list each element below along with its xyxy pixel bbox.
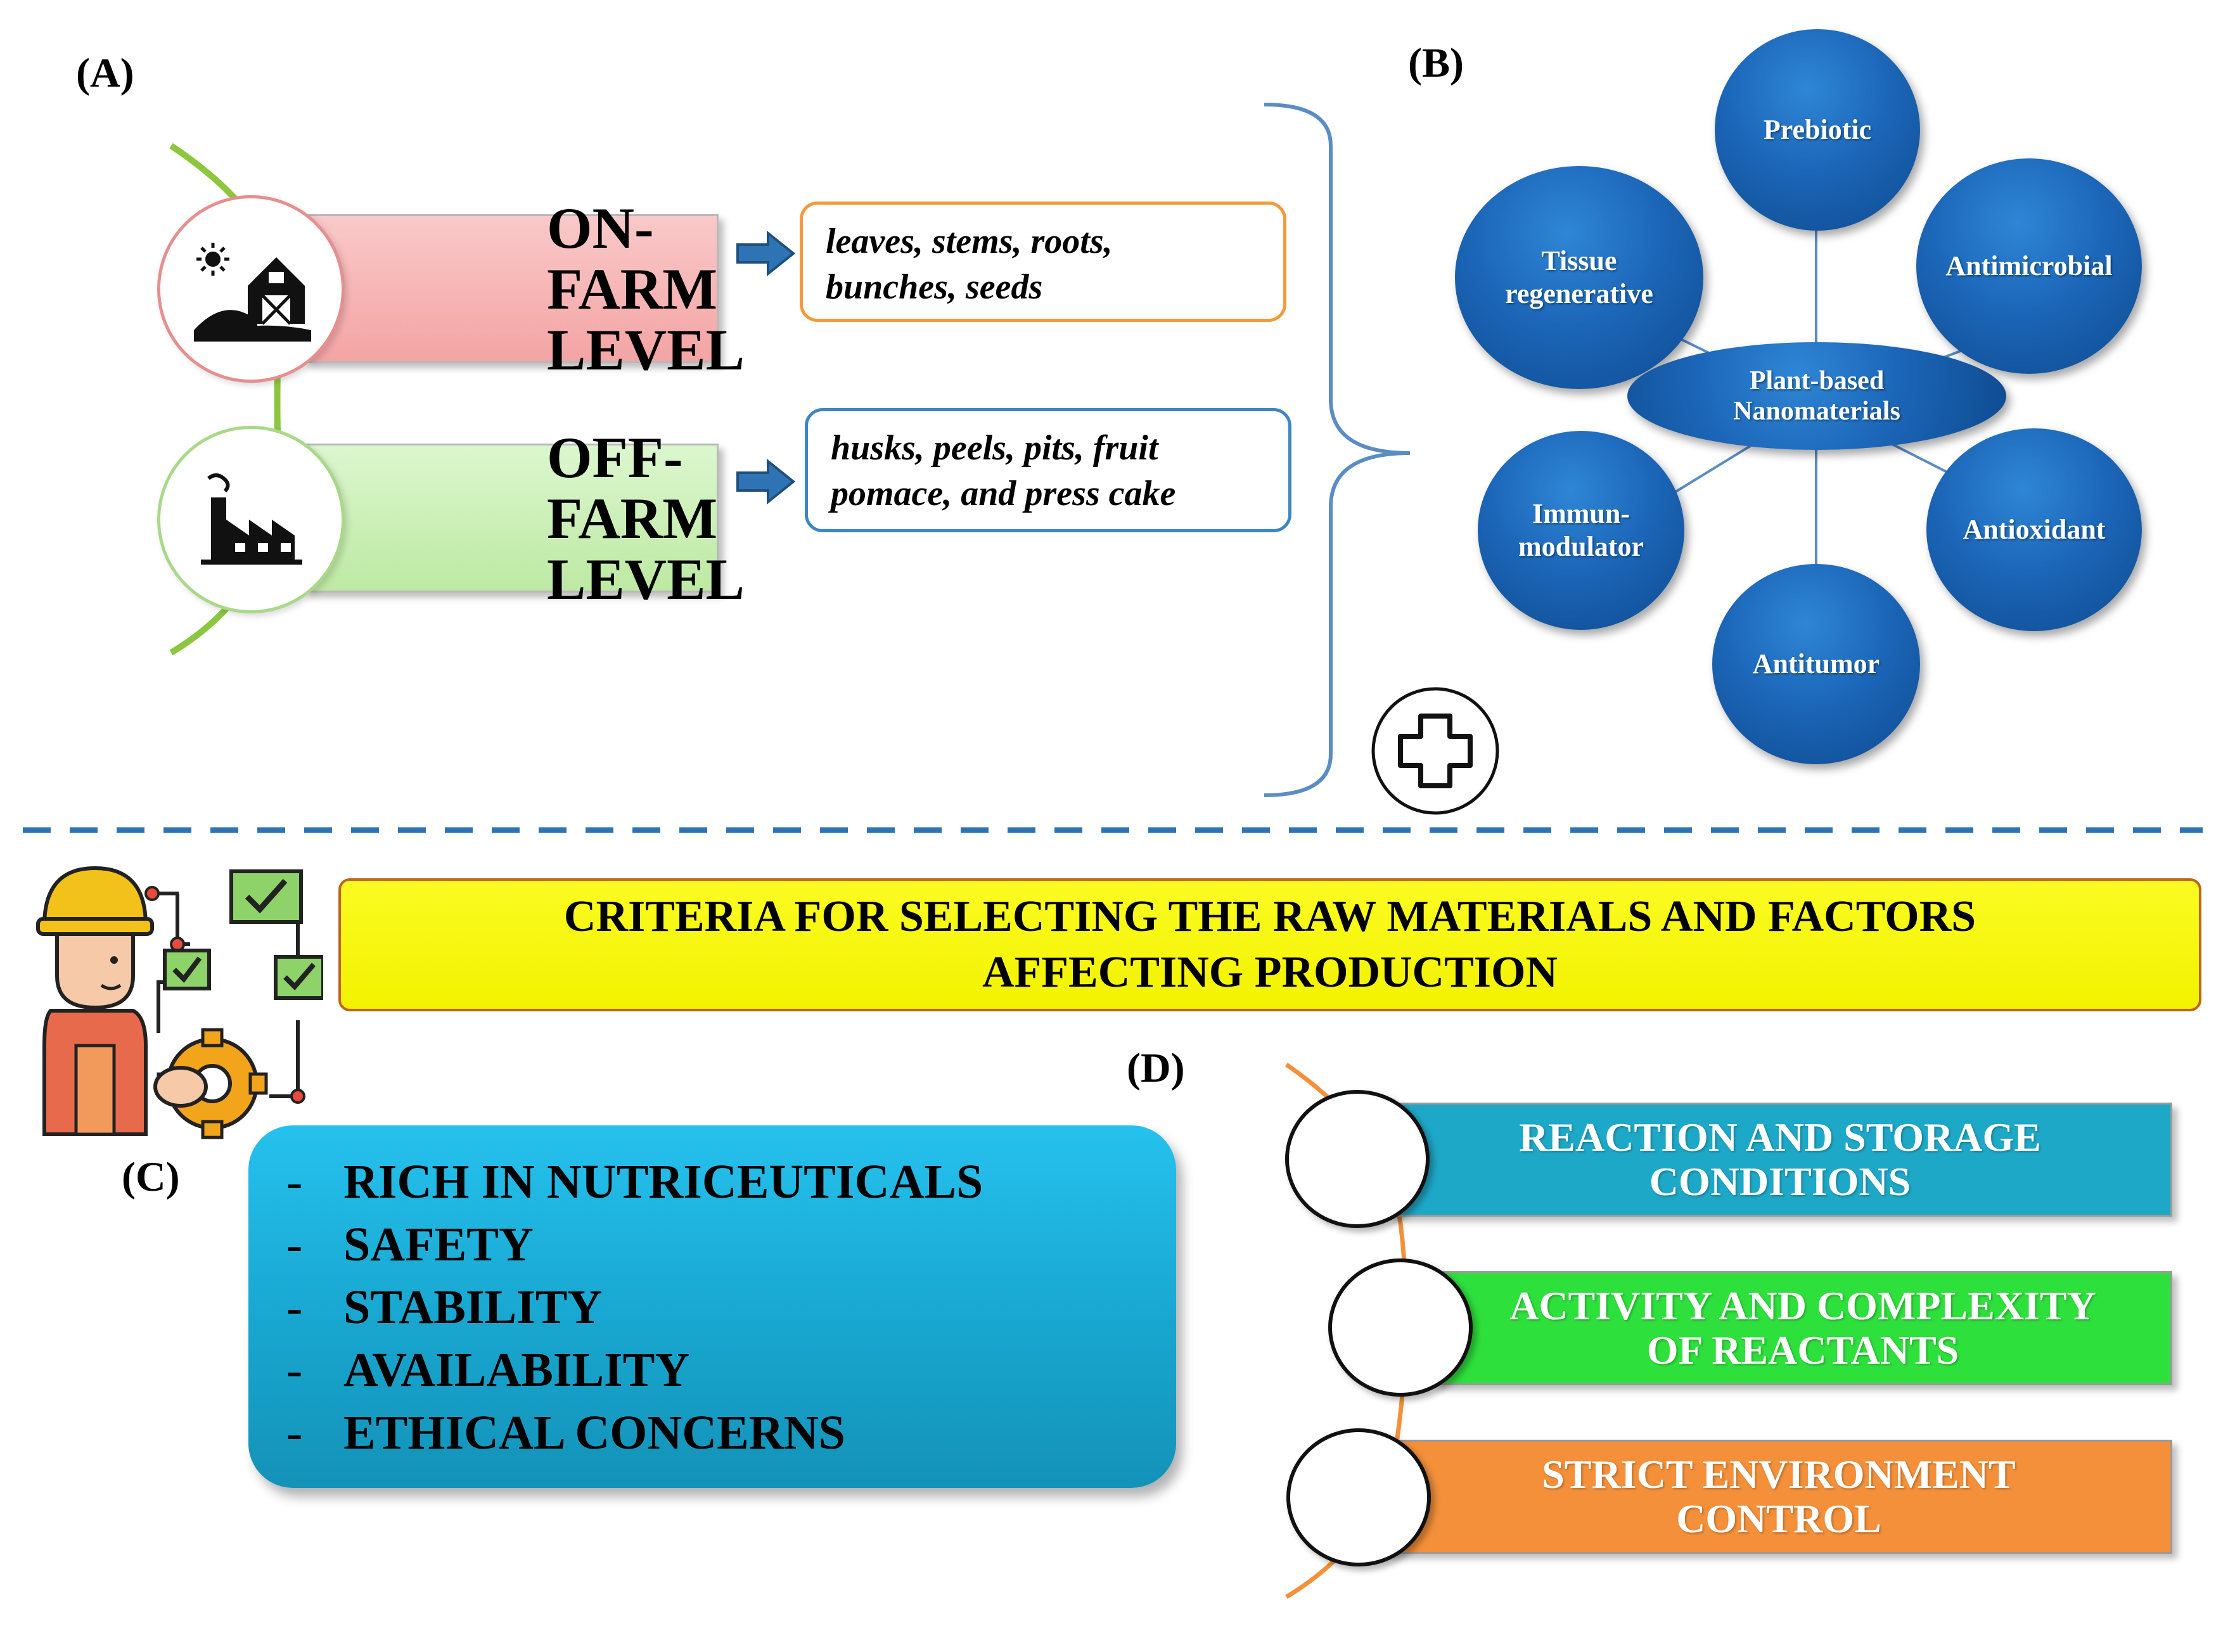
- list-dash: -: [286, 1406, 303, 1459]
- factor-reaction-storage: REACTION AND STORAGE CONDITIONS: [1388, 1103, 2172, 1217]
- bubble-antitumor: Antitumor: [1712, 564, 1920, 764]
- on-farm-title-line1: ON-FARM: [547, 195, 718, 321]
- off-farm-title-line2: LEVEL: [547, 546, 745, 611]
- on-farm-circle: [157, 195, 345, 383]
- on-farm-examples-line1: leaves, stems, roots,: [826, 222, 1113, 261]
- criteria-item: -STABILITY: [286, 1276, 1176, 1339]
- property-immunomodulator-line2: modulator: [1518, 531, 1644, 562]
- criteria-item-label: RICH IN NUTRICEUTICALS: [343, 1155, 983, 1208]
- center-plant-based-nanomaterials: Plant-based Nanomaterials: [1627, 342, 2006, 450]
- factory-icon: [201, 473, 302, 565]
- criteria-item-label: AVAILABILITY: [343, 1343, 690, 1397]
- property-tissue-line1: Tissue: [1541, 245, 1617, 276]
- off-farm-examples-line1: husks, peels, pits, fruit: [831, 428, 1158, 468]
- criteria-banner-line2: AFFECTING PRODUCTION: [982, 948, 1558, 997]
- criteria-item-label: SAFETY: [343, 1218, 534, 1271]
- criteria-list-box: -RICH IN NUTRICEUTICALS -SAFETY -STABILI…: [248, 1125, 1176, 1488]
- section-divider: [23, 827, 2203, 833]
- list-dash: -: [286, 1343, 303, 1397]
- panel-label-d: (D): [1127, 1045, 1185, 1091]
- bubble-immunomodulator: Immun- modulator: [1478, 431, 1684, 630]
- property-prebiotic-line1: Prebiotic: [1763, 114, 1872, 145]
- off-farm-examples-line2: pomace, and press cake: [831, 474, 1176, 513]
- factor-environment-line2: CONTROL: [1676, 1496, 1881, 1541]
- bubble-antioxidant: Antioxidant: [1926, 428, 2142, 631]
- criteria-item: -SAFETY: [286, 1213, 1176, 1276]
- off-farm-examples: husks, peels, pits, fruit pomace, and pr…: [805, 408, 1291, 532]
- panel-label-c: (C): [122, 1154, 180, 1200]
- bubble-prebiotic: Prebiotic: [1715, 29, 1920, 231]
- factor-activity-complexity: ACTIVITY AND COMPLEXITY OF REACTANTS: [1433, 1271, 2172, 1385]
- criteria-item-label: STABILITY: [343, 1281, 603, 1334]
- criteria-item: -RICH IN NUTRICEUTICALS: [286, 1151, 1176, 1213]
- plus-circle-icon: [1371, 687, 1499, 815]
- on-farm-level-box: ON-FARM LEVEL: [304, 198, 745, 380]
- list-dash: -: [286, 1155, 303, 1208]
- list-dash: -: [286, 1281, 303, 1334]
- property-immunomodulator-line1: Immun-: [1532, 498, 1630, 529]
- factor-reaction-line1: REACTION AND STORAGE: [1519, 1115, 2041, 1160]
- bubble-antimicrobial: Antimicrobial: [1916, 158, 2142, 374]
- criteria-banner-line1: CRITERIA FOR SELECTING THE RAW MATERIALS…: [563, 892, 1976, 941]
- factor-environment-line1: STRICT ENVIRONMENT: [1542, 1452, 2016, 1497]
- center-line2: Nanomaterials: [1733, 397, 1900, 426]
- worker-checklist-icon: [36, 866, 323, 1139]
- criteria-item: -AVAILABILITY: [286, 1339, 1176, 1402]
- bubble-tissue-regenerative: Tissue regenerative: [1455, 166, 1703, 389]
- factor-circle: [1286, 1428, 1431, 1566]
- on-farm-examples: leaves, stems, roots, bunches, seeds: [800, 202, 1286, 322]
- farm-barn-icon: [194, 243, 311, 342]
- factor-environment-control: STRICT ENVIRONMENT CONTROL: [1385, 1440, 2172, 1554]
- property-antioxidant-line1: Antioxidant: [1963, 514, 2106, 545]
- property-antimicrobial-line1: Antimicrobial: [1945, 250, 2113, 281]
- panel-label-b: (B): [1408, 40, 1464, 86]
- list-dash: -: [286, 1218, 303, 1271]
- right-arrow-icon: [736, 231, 796, 276]
- curly-brace: [1264, 103, 1411, 797]
- on-farm-title-line2: LEVEL: [547, 317, 745, 382]
- factor-reaction-line2: CONDITIONS: [1649, 1159, 1911, 1204]
- off-farm-level-box: OFF-FARM LEVEL: [304, 427, 745, 610]
- factor-circle: [1328, 1258, 1473, 1397]
- panel-label-a: (A): [76, 50, 134, 96]
- factor-activity-line1: ACTIVITY AND COMPLEXITY: [1509, 1283, 2096, 1328]
- on-farm-examples-line2: bunches, seeds: [826, 267, 1043, 307]
- criteria-item: -ETHICAL CONCERNS: [286, 1402, 1176, 1464]
- criteria-item-label: ETHICAL CONCERNS: [343, 1406, 845, 1459]
- factor-activity-line2: OF REACTANTS: [1646, 1328, 1959, 1373]
- center-line1: Plant-based: [1749, 366, 1885, 395]
- off-farm-title-line1: OFF-FARM: [547, 425, 718, 551]
- property-antitumor-line1: Antitumor: [1752, 648, 1880, 679]
- right-arrow-icon: [736, 459, 796, 504]
- criteria-banner: CRITERIA FOR SELECTING THE RAW MATERIALS…: [338, 878, 2201, 1011]
- property-tissue-line2: regenerative: [1505, 278, 1653, 309]
- factor-circle: [1285, 1090, 1430, 1228]
- off-farm-circle: [157, 426, 345, 613]
